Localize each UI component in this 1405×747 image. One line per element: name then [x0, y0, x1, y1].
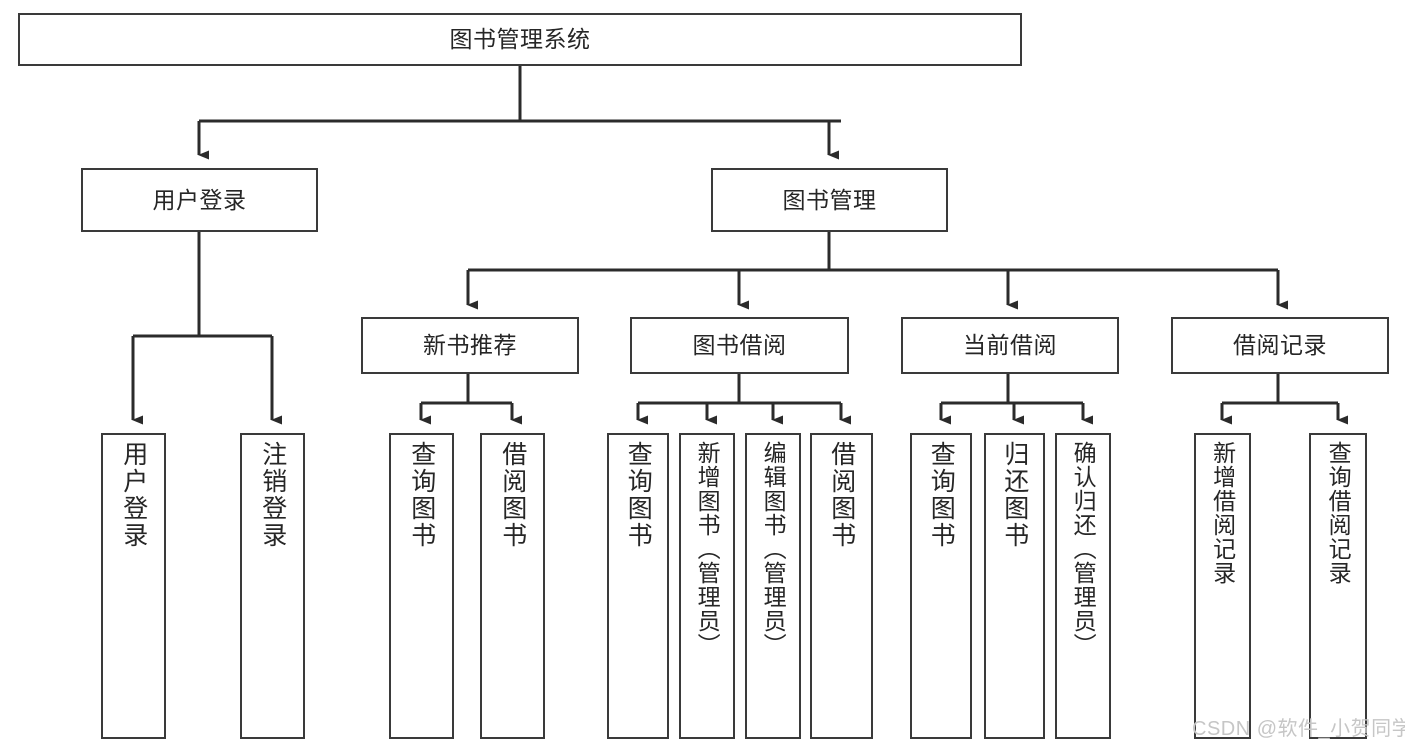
leaf-return-book[interactable]: 归还图书 — [984, 433, 1045, 739]
leaf-query-book-rec[interactable]: 查询图书 — [389, 433, 454, 739]
node-label: 借阅图书 — [827, 441, 856, 549]
leaf-edit-book-admin[interactable]: 编辑图书（管理员） — [745, 433, 801, 739]
leaf-add-borrow-record[interactable]: 新增借阅记录 — [1194, 433, 1251, 739]
node-label: 确认归还（管理员） — [1070, 441, 1097, 657]
node-label: 用户登录 — [152, 186, 247, 213]
node-new-book-recommendation[interactable]: 新书推荐 — [361, 317, 579, 374]
node-label: 注销登录 — [258, 441, 287, 549]
leaf-query-borrow-record[interactable]: 查询借阅记录 — [1309, 433, 1367, 739]
leaf-query-book-current[interactable]: 查询图书 — [910, 433, 972, 739]
leaf-borrow-book[interactable]: 借阅图书 — [810, 433, 873, 739]
node-book-borrowing[interactable]: 图书借阅 — [630, 317, 849, 374]
node-label: 用户登录 — [119, 441, 148, 549]
node-label: 当前借阅 — [963, 332, 1057, 359]
node-label: 查询借阅记录 — [1325, 441, 1352, 585]
node-user-login[interactable]: 用户登录 — [81, 168, 318, 232]
leaf-query-book-borrow[interactable]: 查询图书 — [607, 433, 669, 739]
node-current-borrowing[interactable]: 当前借阅 — [901, 317, 1119, 374]
node-label: 图书管理 — [782, 186, 877, 213]
node-label: 查询图书 — [927, 441, 956, 549]
leaf-add-book-admin[interactable]: 新增图书（管理员） — [679, 433, 735, 739]
node-borrowing-record[interactable]: 借阅记录 — [1171, 317, 1389, 374]
node-book-management[interactable]: 图书管理 — [711, 168, 948, 232]
node-book-management-system[interactable]: 图书管理系统 — [18, 13, 1022, 66]
node-label: 编辑图书（管理员） — [760, 441, 787, 657]
node-label: 查询图书 — [407, 441, 436, 549]
node-label: 归还图书 — [1000, 441, 1029, 549]
node-label: 借阅图书 — [498, 441, 527, 549]
leaf-borrow-book-rec[interactable]: 借阅图书 — [480, 433, 545, 739]
node-label: 图书借阅 — [692, 332, 787, 359]
leaf-user-login[interactable]: 用户登录 — [101, 433, 166, 739]
node-label: 新书推荐 — [423, 332, 517, 359]
node-label: 新增借阅记录 — [1209, 441, 1236, 585]
node-label: 新增图书（管理员） — [694, 441, 721, 657]
node-label: 查询图书 — [624, 441, 653, 549]
node-label: 借阅记录 — [1233, 332, 1327, 359]
node-label: 图书管理系统 — [449, 26, 591, 53]
leaf-logout[interactable]: 注销登录 — [240, 433, 305, 739]
leaf-confirm-return-admin[interactable]: 确认归还（管理员） — [1055, 433, 1111, 739]
